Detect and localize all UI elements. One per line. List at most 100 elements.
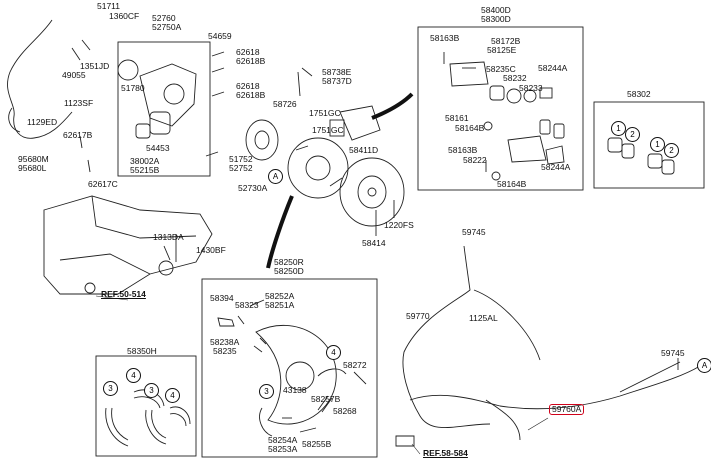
part-label: 62618 — [236, 81, 260, 91]
part-label: 62617C — [88, 179, 118, 189]
part-label: 58250R — [274, 257, 304, 267]
part-label: 52752 — [229, 163, 253, 173]
part-label: 58232 — [503, 73, 527, 83]
shoe-group-box — [95, 355, 197, 457]
part-label: 58411D — [349, 145, 379, 155]
part-label: 54453 — [146, 143, 170, 153]
brake-disc — [339, 157, 405, 227]
callout-number: 4 — [326, 345, 341, 360]
part-label: 1220FS — [384, 220, 414, 230]
part-label: 58235C — [486, 64, 516, 74]
callout-number: 1 — [611, 121, 626, 136]
callout-number: 3 — [259, 384, 274, 399]
part-label: 58238A — [210, 337, 240, 347]
part-label: 58726 — [273, 99, 297, 109]
part-label: 58250D — [274, 266, 304, 276]
part-label: 58222 — [463, 155, 487, 165]
part-label: 95680M — [18, 154, 49, 164]
part-label: 58233 — [519, 83, 543, 93]
callout-arrow-parking — [266, 195, 294, 269]
part-label: 95680L — [18, 163, 47, 173]
part-label: 58235 — [213, 346, 237, 356]
part-label: 1351JD — [80, 61, 110, 71]
part-label: 58244A — [538, 63, 568, 73]
part-label: 62617B — [63, 130, 93, 140]
part-label: 58272 — [343, 360, 367, 370]
part-label: 62618B — [236, 90, 266, 100]
part-label: 1125AL — [469, 313, 498, 323]
callout-number: 3 — [144, 383, 159, 398]
part-label: 52730A — [238, 183, 268, 193]
part-label: 51752 — [229, 154, 253, 164]
part-label: 58163B — [430, 33, 460, 43]
part-label: 1751GC — [309, 108, 341, 118]
part-label: 58164B — [497, 179, 527, 189]
callout-number: 2 — [625, 127, 640, 142]
part-label: 58738E — [322, 67, 352, 77]
part-label: 49055 — [62, 70, 86, 80]
part-label: 58268 — [333, 406, 357, 416]
part-label: 54659 — [208, 31, 232, 41]
bolts — [71, 39, 395, 262]
knuckle — [117, 59, 197, 139]
part-label: 1751GC — [312, 125, 344, 135]
sensor-cable — [7, 19, 73, 139]
part-label: 58302 — [627, 89, 651, 99]
callout-number: 2 — [664, 143, 679, 158]
part-label: 51711 — [97, 1, 121, 11]
reference-link[interactable]: REF.50-514 — [101, 289, 146, 299]
part-label: 1129ED — [27, 117, 58, 127]
part-label: 58163B — [448, 145, 478, 155]
caliper-parts — [443, 52, 565, 181]
part-label: 51780 — [121, 83, 145, 93]
part-label: 58255B — [302, 439, 332, 449]
part-label: 58300D — [481, 14, 511, 24]
part-label: 43138 — [283, 385, 307, 395]
part-label: 62618B — [236, 56, 266, 66]
part-label: 55215B — [130, 165, 160, 175]
part-label: 58323 — [235, 300, 259, 310]
subframe — [43, 195, 213, 295]
callout-number: 3 — [103, 381, 118, 396]
part-label: 62618 — [236, 47, 260, 57]
callout-arrow-caliper — [371, 92, 414, 120]
connection-marker: A — [697, 358, 711, 373]
sensor-clip — [8, 107, 21, 133]
part-label: 58414 — [362, 238, 386, 248]
connection-marker: A — [268, 169, 283, 184]
part-label: 59770 — [406, 311, 430, 321]
callout-number: 4 — [165, 388, 180, 403]
part-label: 52760 — [152, 13, 176, 23]
highlighted-part-label[interactable]: 59760A — [549, 404, 585, 415]
part-label: 58257B — [311, 394, 341, 404]
part-label: 58164B — [455, 123, 485, 133]
parking-brake-parts — [217, 299, 367, 437]
reference-link[interactable]: REF.58-584 — [423, 448, 468, 458]
callout-number: 4 — [126, 368, 141, 383]
part-label: 1123SF — [64, 98, 94, 108]
part-label: 58251A — [265, 300, 295, 310]
callout-number: 1 — [650, 137, 665, 152]
part-label: 1430BF — [196, 245, 226, 255]
part-label: 58254A — [268, 435, 298, 445]
hub — [245, 119, 279, 161]
part-label: 59745 — [661, 348, 685, 358]
pad-group-box — [593, 101, 705, 189]
leader-lines — [95, 295, 704, 455]
part-label: 52750A — [152, 22, 182, 32]
knuckle-group-box — [117, 41, 211, 177]
part-label: 58400D — [481, 5, 511, 15]
parking-cables — [395, 245, 701, 447]
part-label: 58737D — [322, 76, 352, 86]
backing-plate — [287, 137, 349, 199]
part-label: 58161 — [445, 113, 469, 123]
part-label: 38002A — [130, 156, 160, 166]
part-label: 59745 — [462, 227, 486, 237]
part-label: 58172B — [491, 36, 521, 46]
part-label: 58394 — [210, 293, 234, 303]
part-label: 58125E — [487, 45, 517, 55]
part-label: 58252A — [265, 291, 295, 301]
part-label: 58244A — [541, 162, 571, 172]
